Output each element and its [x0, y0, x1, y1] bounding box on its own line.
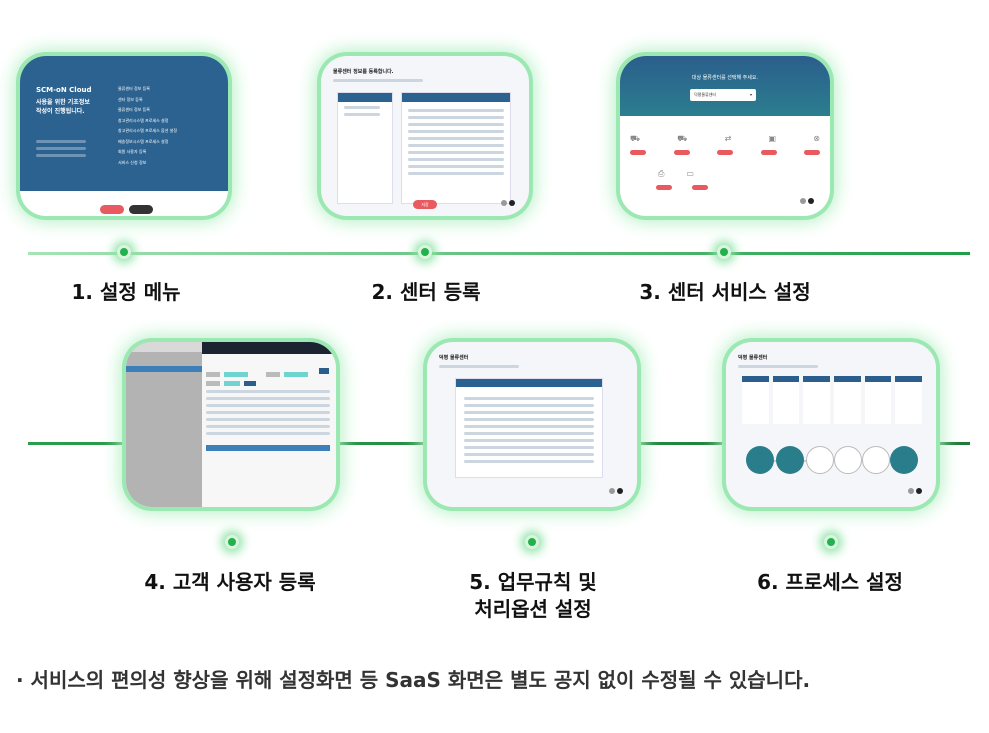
card1-menu-8[interactable]: 서비스 신청 정보	[118, 159, 147, 165]
chevron-down-icon: ▾	[749, 92, 752, 97]
card1-menu-1[interactable]: 물류센터 정보 등록	[118, 86, 150, 91]
card6-title: 덕평 물류센터	[738, 355, 768, 361]
process-step-5-icon[interactable]	[862, 446, 890, 474]
card1-red-button[interactable]	[100, 205, 124, 214]
screenshot-customer-user	[126, 342, 336, 507]
truck-icon: ⛟	[677, 134, 688, 143]
process-step-1-icon[interactable]	[746, 446, 774, 474]
screenshot-center-service: 대상 물류센터를 선택해 주세요. 덕평물류센터 ▾ ⛟ ⛟ ⇄ ▣ ⊗ ⎙ ▭	[620, 56, 830, 216]
card3-select[interactable]: 덕평물류센터 ▾	[690, 89, 756, 101]
card1-dark-button[interactable]	[129, 205, 154, 214]
card1-menu-5[interactable]: 창고관리시스템 프로세스 옵션 설정	[118, 128, 178, 133]
timeline-dot-5	[525, 535, 539, 549]
process-step-4-icon[interactable]	[834, 446, 862, 474]
card1-menu-7[interactable]: 회원 사용자 등록	[118, 149, 147, 154]
step-2-label: 2. 센터 등록	[371, 280, 481, 304]
card1-brand: SCM-oN Cloud	[36, 86, 92, 94]
card3-select-value: 덕평물류센터	[694, 92, 717, 97]
timeline-dot-3	[717, 245, 731, 259]
step-5-label-line2: 처리옵션 설정	[474, 597, 592, 621]
screenshot-process-setup: 덕평 물류센터	[726, 342, 936, 507]
card5-title: 덕평 물류센터	[439, 355, 469, 361]
process-step-2-icon[interactable]	[776, 446, 804, 474]
truck-icon: ⛟	[630, 134, 641, 143]
card1-menu-3[interactable]: 물류센터 정보 등록	[118, 107, 150, 112]
timeline-dot-6	[824, 535, 838, 549]
timeline-dot-2	[418, 245, 432, 259]
process-step-3-icon[interactable]	[806, 446, 834, 474]
printer-icon: ⎙	[658, 169, 665, 178]
timeline-dot-4	[225, 535, 239, 549]
step-4-label: 4. 고객 사용자 등록	[144, 570, 316, 594]
card1-menu-6[interactable]: 배송정보시스템 프로세스 설정	[118, 138, 169, 144]
screenshot-business-rules: 덕평 물류센터	[427, 342, 637, 507]
step-6-label: 6. 프로세스 설정	[757, 570, 903, 594]
disclaimer-note: · 서비스의 편의성 향상을 위해 설정화면 등 SaaS 화면은 별도 공지 …	[16, 668, 811, 692]
arrows-icon: ⇄	[724, 134, 732, 143]
card1-menu-2[interactable]: 센터 정보 등록	[118, 96, 143, 102]
screenshot-setup-menu: SCM-oN Cloud 사용을 위한 기초정보 작성이 진행됩니다. 물류센터…	[20, 56, 228, 216]
screenshot-center-registration: 물류센터 정보를 등록합니다. 저장	[321, 56, 529, 216]
box-icon: ▣	[768, 134, 777, 143]
process-step-6-icon[interactable]	[890, 446, 918, 474]
card3-title: 대상 물류센터를 선택해 주세요.	[691, 75, 759, 81]
card2-save-button[interactable]: 저장	[413, 200, 437, 209]
monitor-icon: ▭	[686, 169, 694, 178]
card1-heading: 사용을 위한 기초정보 작성이 진행됩니다.	[36, 99, 90, 115]
card2-title: 물류센터 정보를 등록합니다.	[333, 69, 394, 75]
timeline-dot-1	[117, 245, 131, 259]
close-circle-icon: ⊗	[813, 134, 820, 143]
timeline-top	[28, 252, 970, 255]
card1-menu-4[interactable]: 창고관리시스템 프로세스 설정	[118, 117, 169, 123]
step-3-label: 3. 센터 서비스 설정	[639, 280, 811, 304]
step-1-label: 1. 설정 메뉴	[71, 280, 181, 304]
step-5-label-line1: 5. 업무규칙 및	[469, 570, 597, 594]
